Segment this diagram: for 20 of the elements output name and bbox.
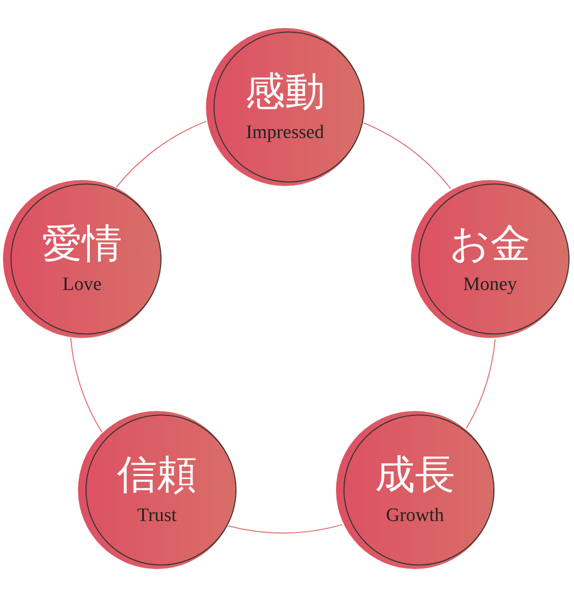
connector-line (362, 122, 452, 190)
connector-line (70, 337, 102, 433)
node-subtitle: Growth (386, 504, 444, 528)
node-title: お金 (450, 221, 530, 267)
node-subtitle: Trust (137, 504, 177, 528)
node-title: 愛情 (42, 221, 122, 267)
circle-node (335, 410, 495, 570)
node-subtitle: Impressed (246, 121, 324, 145)
connector-line (228, 524, 343, 534)
circle-node (77, 410, 237, 570)
node-title: 感動 (245, 69, 325, 115)
node-title: 信頼 (117, 452, 197, 498)
node-subtitle: Love (62, 273, 102, 297)
node-title: 成長 (375, 452, 455, 498)
connector-line (466, 338, 496, 429)
circle-node (410, 179, 570, 339)
circle-node (2, 179, 162, 339)
connector-line (116, 120, 207, 188)
circle-node (205, 27, 365, 187)
node-subtitle: Money (463, 273, 517, 297)
